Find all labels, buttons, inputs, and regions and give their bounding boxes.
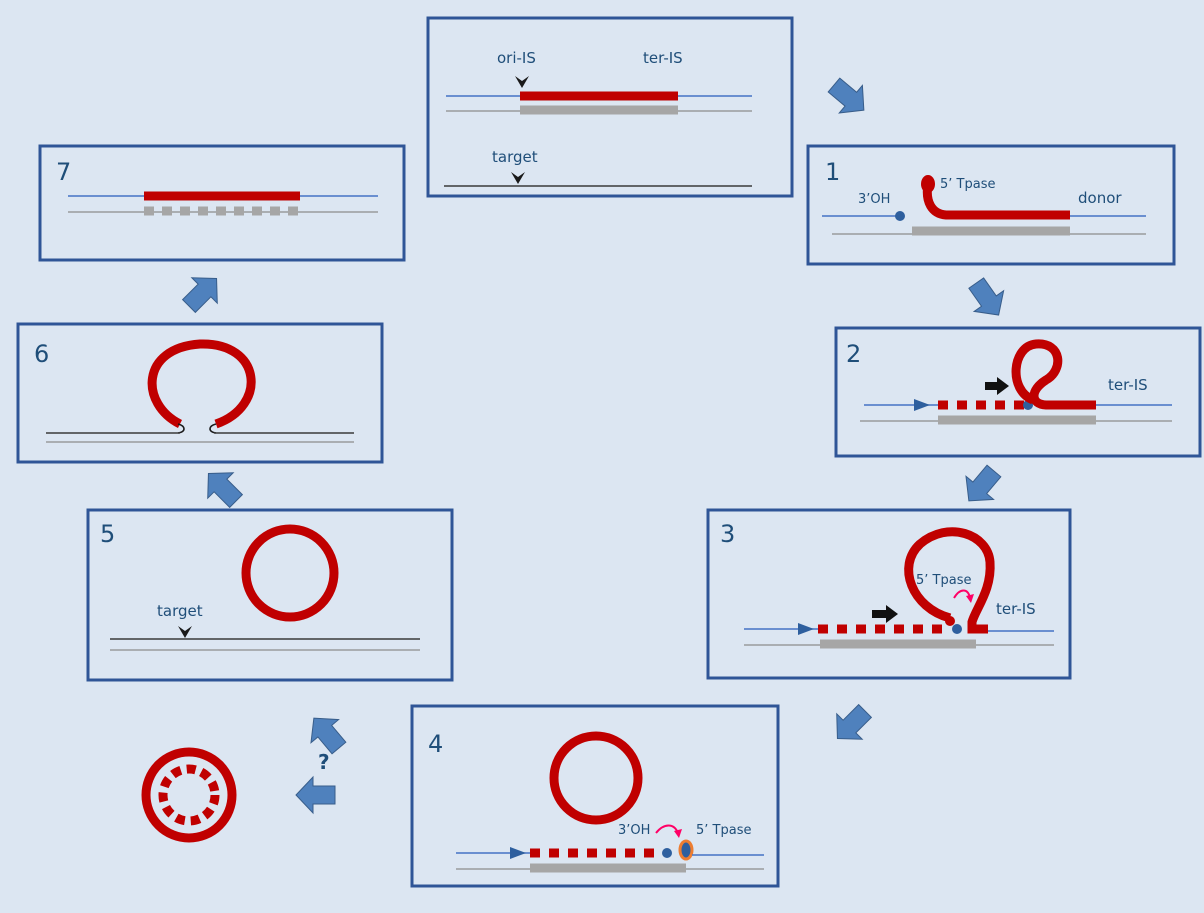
arrow-step-6-to-7-icon [176, 266, 229, 319]
arrow-top-to-step-1-icon [822, 71, 875, 124]
arrow-step-2-to-3-icon [955, 459, 1008, 512]
step-1-3oh-dot [895, 211, 905, 221]
step-1-3oh-label: 3’OH [858, 192, 890, 207]
step-4-tpase-marker [680, 841, 692, 859]
step-2-ter-is-label: ter-IS [1108, 376, 1148, 394]
arrow-step-3-to-4-icon [825, 698, 878, 751]
top-panel: ori-IS ter-IS target [428, 18, 792, 196]
step-3-tpase-end [945, 616, 955, 626]
arrow-step-5-to-6-icon [196, 461, 249, 514]
step-5-target-label: target [157, 602, 203, 620]
step-4-panel: 4 3’OH 5’ Tpase [412, 706, 778, 886]
step-4-3oh-label: 3’OH [618, 823, 650, 838]
step-4-3oh-dot [662, 848, 672, 858]
step-3-3oh-dot [952, 624, 962, 634]
question-mark: ? [318, 750, 330, 774]
arrow-step-1-to-2-icon [962, 273, 1014, 326]
step-7-number: 7 [56, 158, 71, 186]
ori-is-label: ori-IS [497, 49, 536, 67]
step-6-number: 6 [34, 340, 49, 368]
arrow-step-4-to-side-product-icon [296, 777, 335, 813]
step-4-tpase-label: 5’ Tpase [696, 823, 751, 838]
step-5-panel: 5 target [88, 510, 452, 680]
step-4-number: 4 [428, 730, 443, 758]
step-7-frame [40, 146, 404, 260]
step-5-number: 5 [100, 520, 115, 548]
target-label: target [492, 148, 538, 166]
step-1-panel: 1 3’OH 5’ Tpase donor [808, 146, 1174, 264]
step-3-tpase-label: 5’ Tpase [916, 573, 971, 588]
step-1-donor-label: donor [1078, 189, 1122, 207]
dsdna-circle-side-product [146, 752, 232, 838]
step-1-number: 1 [825, 158, 840, 186]
step-3-frame [708, 510, 1070, 678]
step-1-tpase-label: 5’ Tpase [940, 177, 995, 192]
step-7-panel: 7 [40, 146, 404, 260]
ds-circle-inner-dashed [163, 769, 215, 821]
step-3-ter-is-label: ter-IS [996, 600, 1036, 618]
step-2-number: 2 [846, 340, 861, 368]
step-6-panel: 6 [18, 324, 382, 462]
step-1-tpase-blob [921, 175, 935, 193]
step-3-number: 3 [720, 520, 735, 548]
step-3-panel: 3 5’ Tpase ter-IS [708, 510, 1070, 678]
step-2-panel: 2 ter-IS [836, 328, 1200, 456]
ter-is-label: ter-IS [643, 49, 683, 67]
